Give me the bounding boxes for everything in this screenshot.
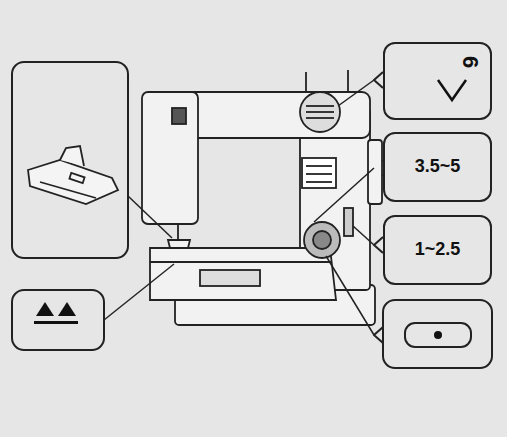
callout-number: 6 [458,56,482,68]
callout-tab [374,237,383,253]
stitch-width-callout: 1~2.5 [383,215,492,285]
presser-foot-callout [12,62,128,258]
button-symbol [405,323,471,347]
callout-number: 3.5~5 [415,157,461,177]
callout-tab [374,72,383,88]
tension-callout: 6 [383,42,492,120]
feed-dog-symbol [34,302,78,324]
callout-number: 1~2.5 [415,240,461,260]
machine-body [142,70,382,325]
dial-mark-symbol [438,80,466,100]
callout-tab [374,327,383,343]
stitch-length-callout: 3.5~5 [383,132,492,202]
button-callout [383,300,492,368]
feed-dog-callout [12,290,104,350]
leader-line [104,80,374,335]
presser-foot-icon [28,146,118,204]
